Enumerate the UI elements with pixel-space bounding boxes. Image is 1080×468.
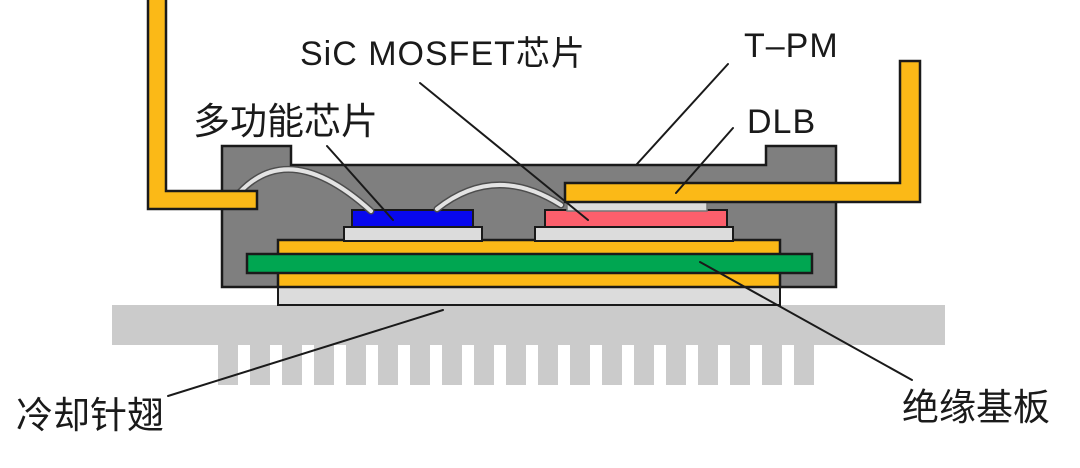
label-tpm: T–PM	[744, 27, 839, 65]
leader-sic-mosfet-chip	[419, 82, 589, 221]
bond-wire-1	[237, 167, 373, 213]
label-dlb: DLB	[747, 103, 817, 141]
leader-cooling-pin-fins	[167, 309, 444, 397]
heatsink-base	[112, 305, 945, 345]
label-multifunction-chip: 多功能芯片	[193, 101, 378, 142]
left-terminal-lead	[146, 0, 259, 211]
label-sic-mosfet-chip: SiC MOSFET芯片	[300, 35, 586, 73]
insulating-substrate-layer	[245, 252, 814, 275]
leader-multifunction-chip	[326, 145, 394, 221]
module-baseplate	[277, 286, 781, 306]
leader-insulating-substrate	[699, 261, 913, 381]
leader-dlb	[675, 127, 734, 194]
bond-wire-2	[435, 183, 563, 211]
blue-chip-pad	[343, 226, 483, 242]
multifunction-chip	[351, 209, 474, 228]
label-insulating-substrate: 绝缘基板	[902, 387, 1050, 428]
leader-tpm	[636, 63, 729, 165]
pink-chip-pad	[534, 226, 734, 242]
label-cooling-pin-fins: 冷却针翅	[16, 395, 164, 436]
heatsink-pin-fins	[218, 345, 814, 385]
sic-mosfet-chip	[544, 209, 728, 228]
